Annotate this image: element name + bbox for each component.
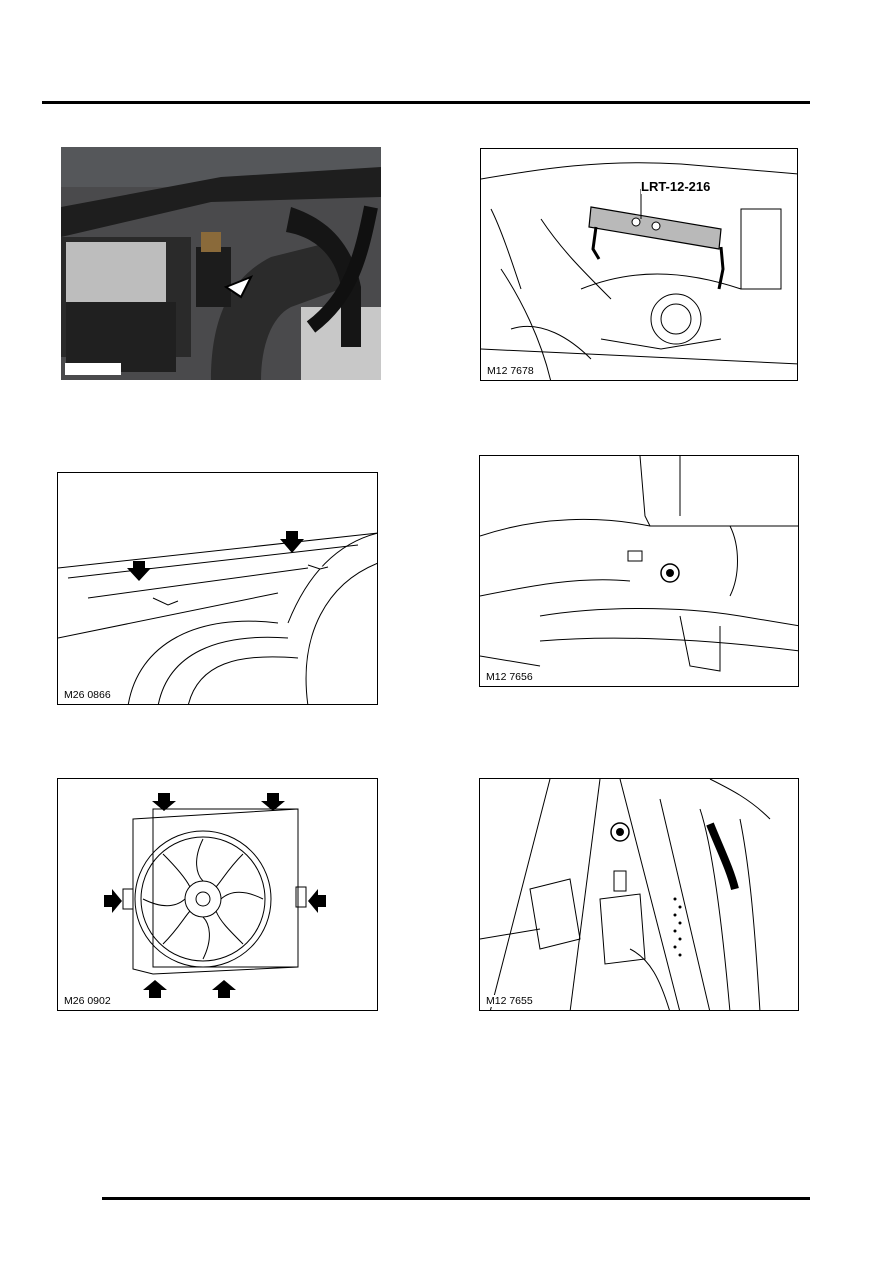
figure-caption: M12 7656 bbox=[485, 671, 534, 683]
bottom-rule bbox=[102, 1197, 810, 1200]
figure-caption: M12 7655 bbox=[485, 995, 534, 1007]
figure-m26-0866: M26 0866 bbox=[57, 472, 378, 705]
radiator-clips-drawing bbox=[58, 531, 377, 704]
figure-m12-7656: M12 7656 bbox=[479, 455, 799, 687]
lrt-tool-drawing bbox=[481, 162, 797, 380]
figure-lrt-12-216: LRT-12-216 M12 7678 bbox=[480, 148, 798, 381]
engine-mount-drawing bbox=[480, 456, 798, 672]
fan-cowl-drawing bbox=[104, 793, 326, 998]
figure-m12-7655: M12 7655 bbox=[479, 778, 799, 1011]
figure-caption: M26 0902 bbox=[63, 995, 112, 1007]
figure-caption: M12 7678 bbox=[486, 365, 535, 377]
figure-caption: M26 0866 bbox=[63, 689, 112, 701]
tool-label: LRT-12-216 bbox=[641, 179, 711, 194]
mount-stud-drawing bbox=[480, 779, 771, 1010]
figure-m26-0902: M26 0902 bbox=[57, 778, 378, 1011]
engine-bay-photo-drawing bbox=[61, 147, 381, 380]
top-rule bbox=[42, 101, 810, 104]
engine-bay-photo bbox=[61, 147, 381, 380]
